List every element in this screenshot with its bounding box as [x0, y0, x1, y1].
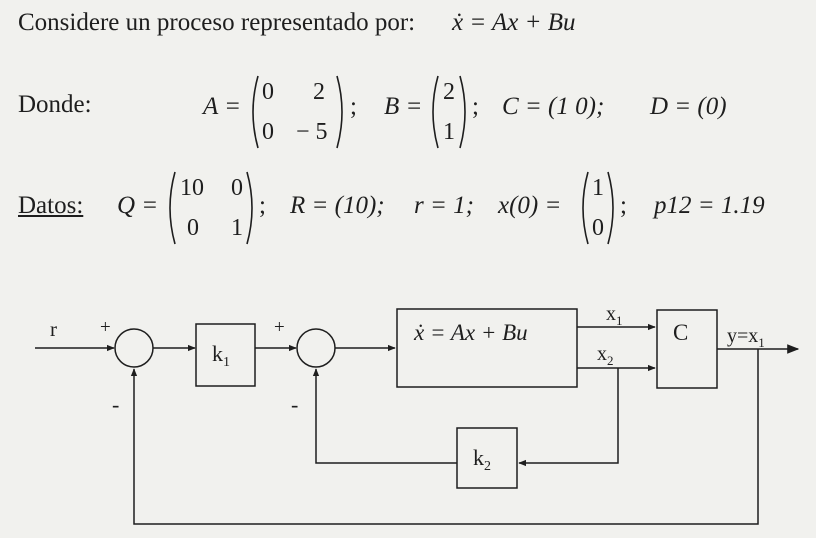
- plant-block: [396, 308, 578, 388]
- x2-feedback-path: [518, 368, 619, 467]
- k2-feedback-path: [312, 368, 457, 464]
- x0-sep: ;: [620, 192, 627, 219]
- matrix-d: D = (0): [650, 93, 727, 120]
- matrix-b-right-paren: [459, 75, 466, 149]
- matrix-a-r2c1: 0: [262, 119, 274, 145]
- matrix-a-name: A =: [203, 93, 241, 120]
- sum2-minus-sign: -: [291, 392, 298, 417]
- output-label: y=x1: [727, 325, 765, 350]
- p12-value: p12 = 1.19: [654, 192, 765, 219]
- sum1-minus-sign: -: [112, 392, 119, 417]
- matrix-c: C = (1 0);: [502, 93, 605, 120]
- plant-equation: ẋ = Ax + Bu: [413, 320, 528, 345]
- matrix-q-name: Q =: [117, 192, 159, 219]
- matrix-r: R = (10);: [290, 192, 385, 219]
- x2-label: x2: [597, 343, 614, 368]
- matrix-a-sep: ;: [350, 93, 357, 120]
- matrix-b-left-paren: [432, 75, 439, 149]
- matrix-a-right-paren: [336, 75, 343, 149]
- x0-right-paren: [607, 171, 614, 245]
- matrix-q-r2c2: 1: [231, 215, 243, 241]
- k2-label: k2: [473, 445, 491, 474]
- datos-label: Datos:: [18, 192, 84, 219]
- x0-name: x(0) =: [498, 192, 562, 219]
- matrix-q-right-paren: [246, 171, 253, 245]
- matrix-a-left-paren: [252, 75, 259, 149]
- k1-label: k1: [212, 341, 230, 370]
- donde-label: Donde:: [18, 91, 92, 118]
- sum1-plus-sign: +: [100, 317, 111, 338]
- intro-text: Considere un proceso representado por:: [18, 9, 416, 36]
- intro-equation: ẋ = Ax + Bu: [452, 9, 576, 36]
- sum2-plus-sign: +: [274, 317, 285, 338]
- matrix-q-left-paren: [169, 171, 176, 245]
- x0-left-paren: [582, 171, 589, 245]
- matrix-q-r2c1: 0: [187, 215, 199, 241]
- matrix-a-r1c2: 2: [313, 79, 325, 105]
- summing-junction-2: [296, 328, 336, 368]
- c-label: C: [673, 320, 688, 345]
- summing-junction-1: [114, 328, 154, 368]
- matrix-q-r1c1: 10: [180, 175, 204, 201]
- matrix-b-name: B =: [384, 93, 423, 120]
- matrix-q-sep: ;: [259, 192, 266, 219]
- output-feedback-path: [130, 349, 759, 525]
- matrix-q-r1c2: 0: [231, 175, 243, 201]
- matrix-b-r2: 1: [443, 119, 455, 145]
- x1-label: x1: [606, 303, 623, 328]
- k1-block: [195, 323, 256, 387]
- x0-r2: 0: [592, 215, 604, 241]
- input-label-r: r: [50, 317, 57, 341]
- x0-r1: 1: [592, 175, 604, 201]
- matrix-a-r1c1: 0: [262, 79, 274, 105]
- matrix-a-r2c2: − 5: [296, 119, 328, 145]
- matrix-b-r1: 2: [443, 79, 455, 105]
- reference-r: r = 1;: [414, 192, 474, 219]
- matrix-b-sep: ;: [472, 93, 479, 120]
- k2-block: [456, 427, 518, 489]
